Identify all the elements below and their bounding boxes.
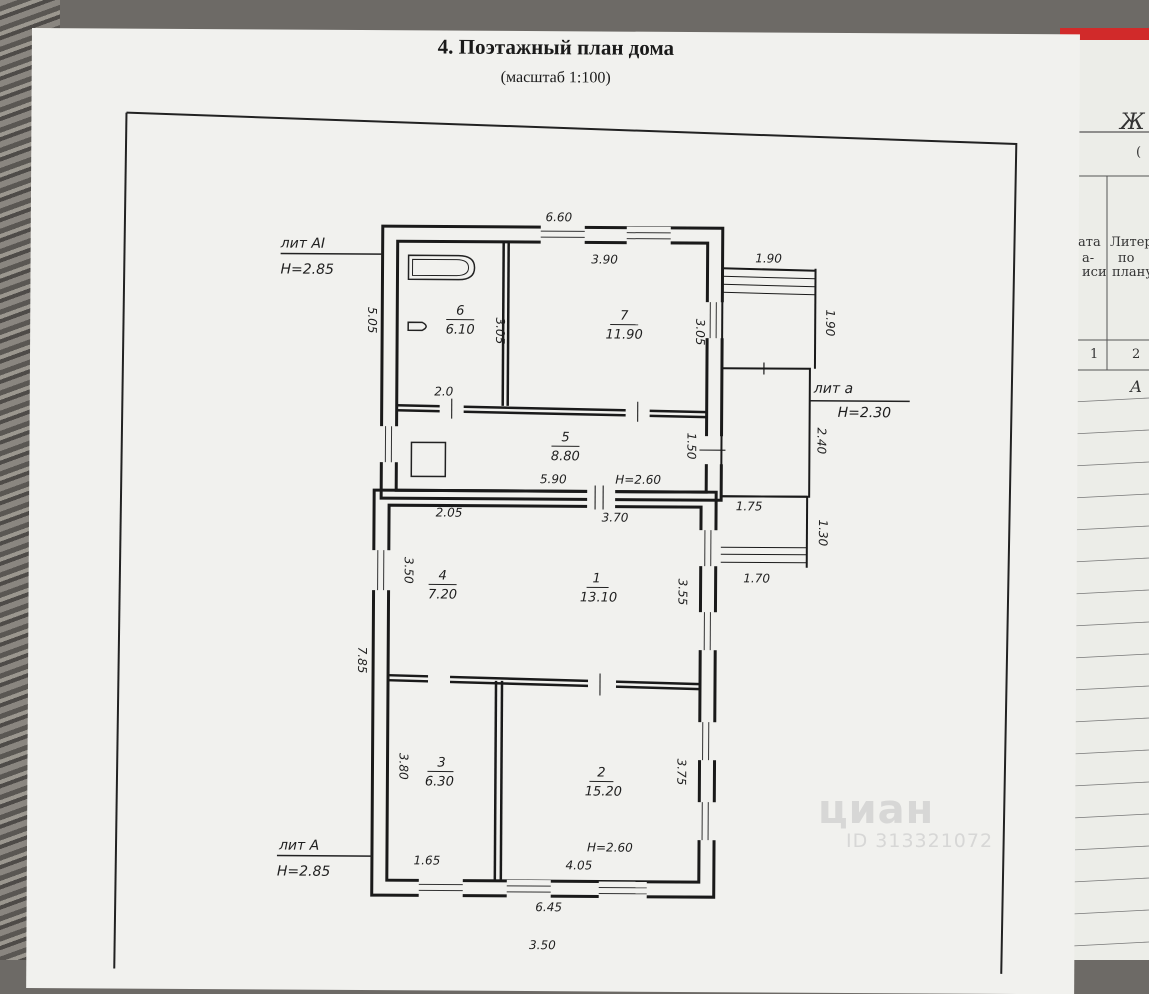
window — [698, 612, 718, 650]
window — [419, 878, 463, 898]
window — [372, 550, 392, 590]
dimension-label: 3.05 — [693, 319, 707, 346]
room-area: 8.80 — [551, 449, 580, 464]
toilet — [408, 322, 426, 330]
lit-height: H=2.30 — [838, 405, 892, 421]
door — [588, 676, 616, 694]
dimension-label: 3.05 — [493, 317, 507, 344]
ceiling-height: H=2.60 — [587, 840, 633, 854]
dimension-label: 3.50 — [402, 557, 416, 584]
adjacent-page-text: Ж — [1120, 116, 1145, 130]
dimension-label: 7.85 — [355, 647, 369, 674]
room-area: 6.10 — [446, 323, 475, 338]
adjacent-page-text: А — [1130, 380, 1142, 394]
adjacent-page-text: ата — [1078, 236, 1101, 250]
window — [379, 426, 399, 462]
dimension-label: 6.45 — [535, 900, 562, 914]
label-leader — [277, 856, 372, 857]
dimension-label: 5.05 — [365, 307, 379, 334]
dimension-label: 3.55 — [675, 579, 689, 606]
outer-walls — [372, 226, 723, 897]
adjacent-page-text: иси — [1082, 266, 1107, 280]
label-leader — [281, 254, 383, 255]
room-number: 6 — [456, 304, 464, 319]
door — [428, 671, 450, 691]
adjacent-page: Ж ( ата а- иси Литер по плану 1 2 А — [1072, 40, 1149, 960]
dimension-label: 1.75 — [736, 499, 763, 513]
adjacent-page-table-lines — [1072, 40, 1149, 960]
dimension-label: 3.75 — [674, 759, 688, 786]
dimension-label: 1.50 — [684, 433, 698, 460]
lit-label: лит АⅠ — [280, 236, 325, 252]
annex — [721, 268, 816, 568]
room-number: 5 — [561, 430, 569, 445]
adjacent-page-text: 2 — [1132, 348, 1140, 362]
room-number: 1 — [592, 571, 600, 586]
adjacent-page-text: ( — [1136, 146, 1141, 160]
watermark-brand: циан — [818, 790, 993, 830]
lit-label: лит А — [278, 838, 319, 854]
window — [627, 227, 671, 247]
dimension-label: 3.70 — [602, 510, 629, 524]
dimension-label: 1.30 — [816, 519, 830, 546]
room-area: 7.20 — [428, 587, 457, 602]
adjacent-page-text: а- — [1082, 252, 1094, 266]
label-leader — [810, 401, 910, 402]
dimension-label: 5.90 — [540, 472, 567, 486]
stove — [411, 442, 445, 476]
adjacent-page-text: 1 — [1090, 348, 1098, 362]
lit-height: H=2.85 — [277, 864, 331, 880]
room-number: 3 — [437, 755, 445, 770]
dimension-label: 2.40 — [814, 427, 828, 454]
window — [507, 880, 551, 900]
room-area: 11.90 — [605, 328, 642, 343]
room-area: 6.30 — [425, 774, 454, 789]
dimension-label: 2.05 — [436, 505, 463, 519]
ceiling-height: H=2.60 — [615, 473, 661, 487]
room-area: 13.10 — [580, 590, 617, 605]
dimension-label: 1.90 — [823, 309, 837, 336]
adjacent-page-text: Литер — [1110, 236, 1149, 250]
dimension-label: 4.05 — [565, 858, 592, 872]
window — [541, 225, 585, 245]
adjacent-page-text: по — [1118, 252, 1135, 266]
windows — [370, 224, 725, 902]
adjacent-page-text: плану — [1112, 266, 1149, 280]
dimension-label: 3.80 — [396, 753, 410, 780]
window — [696, 802, 716, 840]
room-number: 4 — [438, 568, 446, 583]
doors — [428, 398, 726, 696]
window — [699, 530, 719, 566]
room-area: 15.20 — [585, 784, 622, 799]
sheet-frame-left — [114, 113, 126, 969]
dimension-label: 2.0 — [434, 384, 454, 398]
window — [599, 881, 647, 901]
lit-label: лит а — [813, 381, 853, 397]
door — [587, 487, 615, 509]
window — [697, 722, 717, 760]
dimension-label: 1.65 — [414, 853, 441, 867]
dimension-label: 3.90 — [591, 252, 618, 266]
room-number: 2 — [597, 765, 605, 780]
cian-watermark: циан ID 313321072 — [818, 790, 993, 852]
dimension-label: 3.50 — [529, 938, 556, 952]
fixtures — [407, 255, 474, 476]
dimension-label: 1.90 — [755, 251, 782, 265]
room-number: 7 — [620, 309, 629, 324]
watermark-id: ID 313321072 — [846, 830, 993, 852]
dimension-label: 6.60 — [545, 210, 572, 224]
dimension-label: 1.70 — [743, 571, 770, 585]
lit-height: H=2.85 — [280, 262, 334, 278]
